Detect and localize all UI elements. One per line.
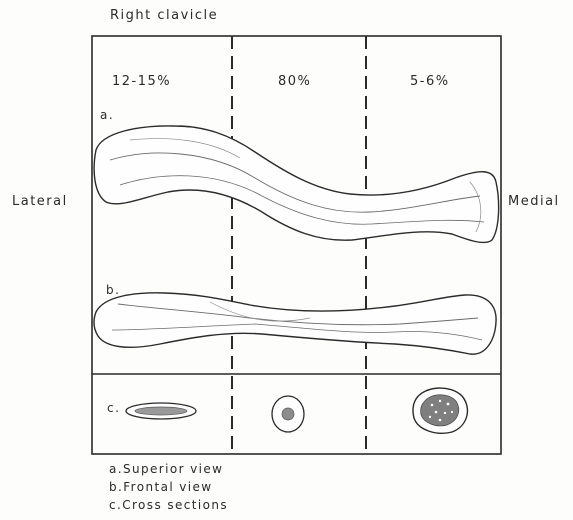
legend-item-superior: a.Superior view bbox=[109, 460, 228, 478]
legend: a.Superior view b.Frontal view c.Cross s… bbox=[109, 460, 228, 514]
segment-percent-lateral: 12-15% bbox=[112, 74, 171, 89]
view-label-cross-sections: c. bbox=[107, 401, 120, 415]
diagram-title: Right clavicle bbox=[110, 8, 218, 23]
segment-percent-medial: 5-6% bbox=[410, 74, 450, 89]
legend-item-cross-sections: c.Cross sections bbox=[109, 496, 228, 514]
view-label-superior: a. bbox=[100, 108, 114, 122]
cross-section-lateral bbox=[126, 403, 196, 419]
superior-view-clavicle bbox=[94, 126, 498, 243]
cross-section-middle bbox=[272, 396, 304, 432]
frontal-view-clavicle bbox=[94, 293, 496, 354]
cross-section-medial bbox=[413, 388, 467, 433]
medial-side-label: Medial bbox=[508, 194, 560, 209]
view-label-frontal: b. bbox=[106, 283, 120, 297]
lateral-side-label: Lateral bbox=[12, 194, 68, 209]
legend-item-frontal: b.Frontal view bbox=[109, 478, 228, 496]
segment-percent-middle: 80% bbox=[278, 74, 311, 89]
